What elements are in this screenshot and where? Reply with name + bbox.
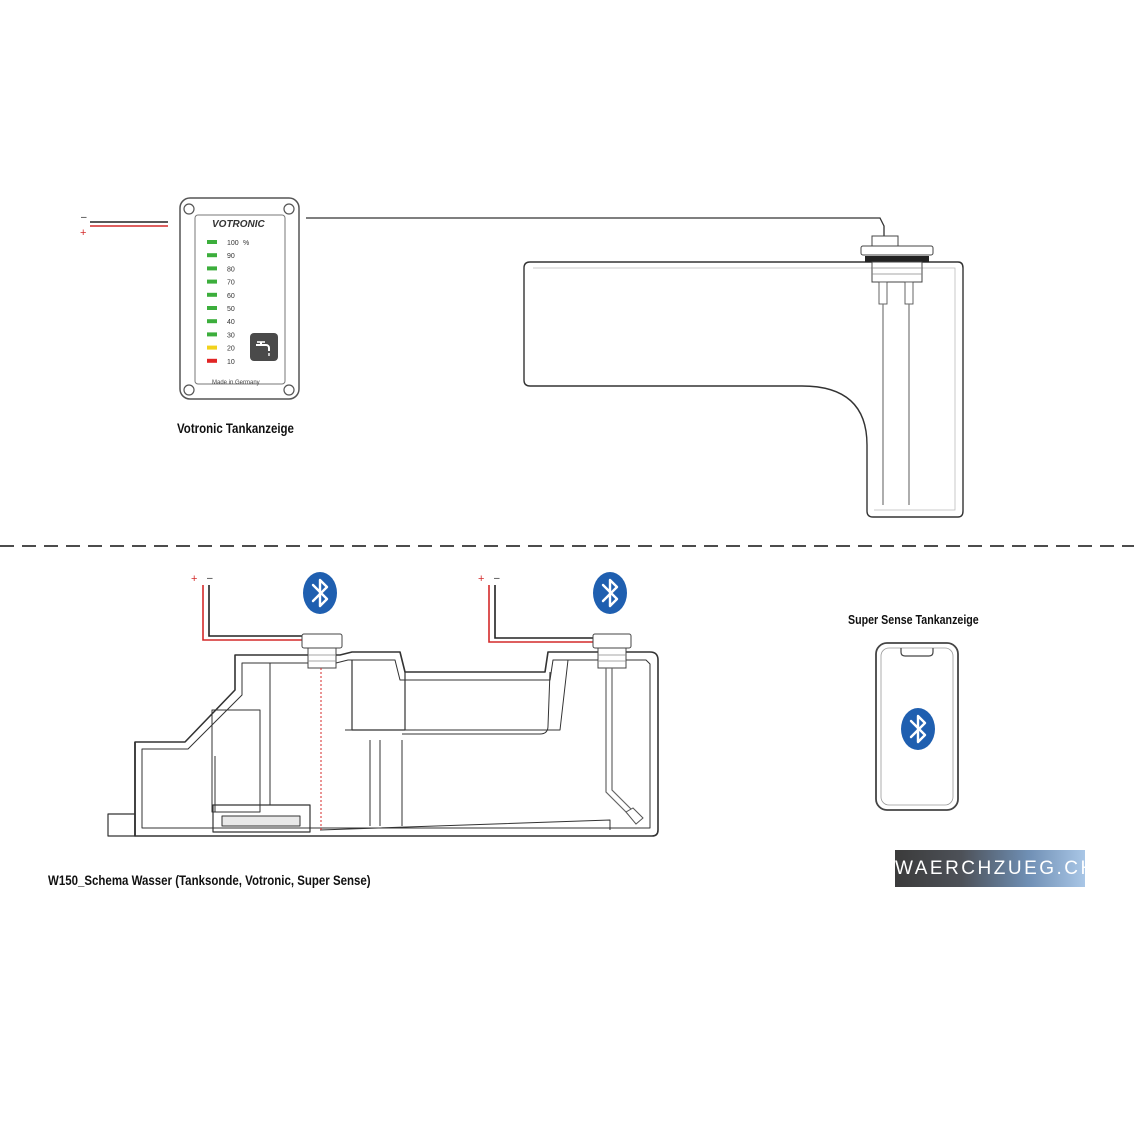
- wire-plus-label: +: [80, 227, 86, 239]
- led-level-label: 20: [227, 346, 235, 353]
- led-indicator: [207, 306, 217, 310]
- votronic-caption: Votronic Tankanzeige: [177, 420, 294, 436]
- bluetooth-icon: [899, 706, 937, 752]
- led-level-list: 100 90 80 70 60 50 40 30 20 10: [207, 240, 239, 366]
- led-level-label: 90: [227, 253, 235, 260]
- led-level-label: 70: [227, 280, 235, 287]
- top-tank: [523, 261, 964, 518]
- led-indicator: [207, 358, 217, 363]
- wire-minus-label: –: [207, 573, 213, 584]
- panel-to-probe-cable: [306, 217, 885, 236]
- w150-tank: [107, 651, 659, 837]
- led-level-label: 60: [227, 293, 235, 300]
- votronic-panel: VOTRONIC 100 90 80 70 60 50 40 30 20 10 % Made in…: [179, 197, 300, 400]
- brand-badge[interactable]: WAERCHZUEG.CH: [895, 850, 1094, 887]
- percent-sign: %: [243, 240, 249, 247]
- bluetooth-icon: [591, 570, 629, 616]
- led-level-label: 50: [227, 306, 235, 313]
- led-level-label: 30: [227, 332, 235, 339]
- made-in-germany: Made in Germany: [212, 380, 260, 386]
- panel-input-wires: – +: [80, 212, 168, 239]
- led-indicator: [207, 292, 217, 297]
- water-tap-icon: [250, 333, 278, 361]
- led-level-label: 80: [227, 266, 235, 273]
- wire-minus-label: –: [494, 573, 500, 584]
- mounting-screw-icon: [183, 203, 295, 396]
- led-indicator: [207, 332, 217, 337]
- led-indicator: [207, 253, 217, 258]
- bluetooth-icon: [301, 570, 339, 616]
- wire-plus-label: +: [191, 573, 197, 585]
- wire-plus-label: +: [478, 573, 484, 585]
- led-level-label: 40: [227, 319, 235, 326]
- led-level-label: 10: [227, 359, 235, 366]
- led-indicator: [207, 240, 217, 244]
- super-sense-caption: Super Sense Tankanzeige: [848, 612, 979, 627]
- schema-caption: W150_Schema Wasser (Tanksonde, Votronic,…: [48, 872, 371, 888]
- left-probe-wires: + –: [191, 573, 312, 641]
- led-indicator: [207, 266, 217, 271]
- tank-probe-right: [592, 633, 644, 825]
- votronic-brand: VOTRONIC: [212, 219, 266, 230]
- right-probe-wires: + –: [478, 573, 596, 643]
- wire-minus-label: –: [81, 212, 87, 223]
- led-indicator: [207, 279, 217, 284]
- tank-probe-top: [860, 235, 934, 505]
- tank-probe-left: [301, 633, 343, 832]
- led-indicator: [207, 319, 217, 324]
- led-level-label: 100: [227, 240, 239, 247]
- led-indicator: [207, 345, 217, 350]
